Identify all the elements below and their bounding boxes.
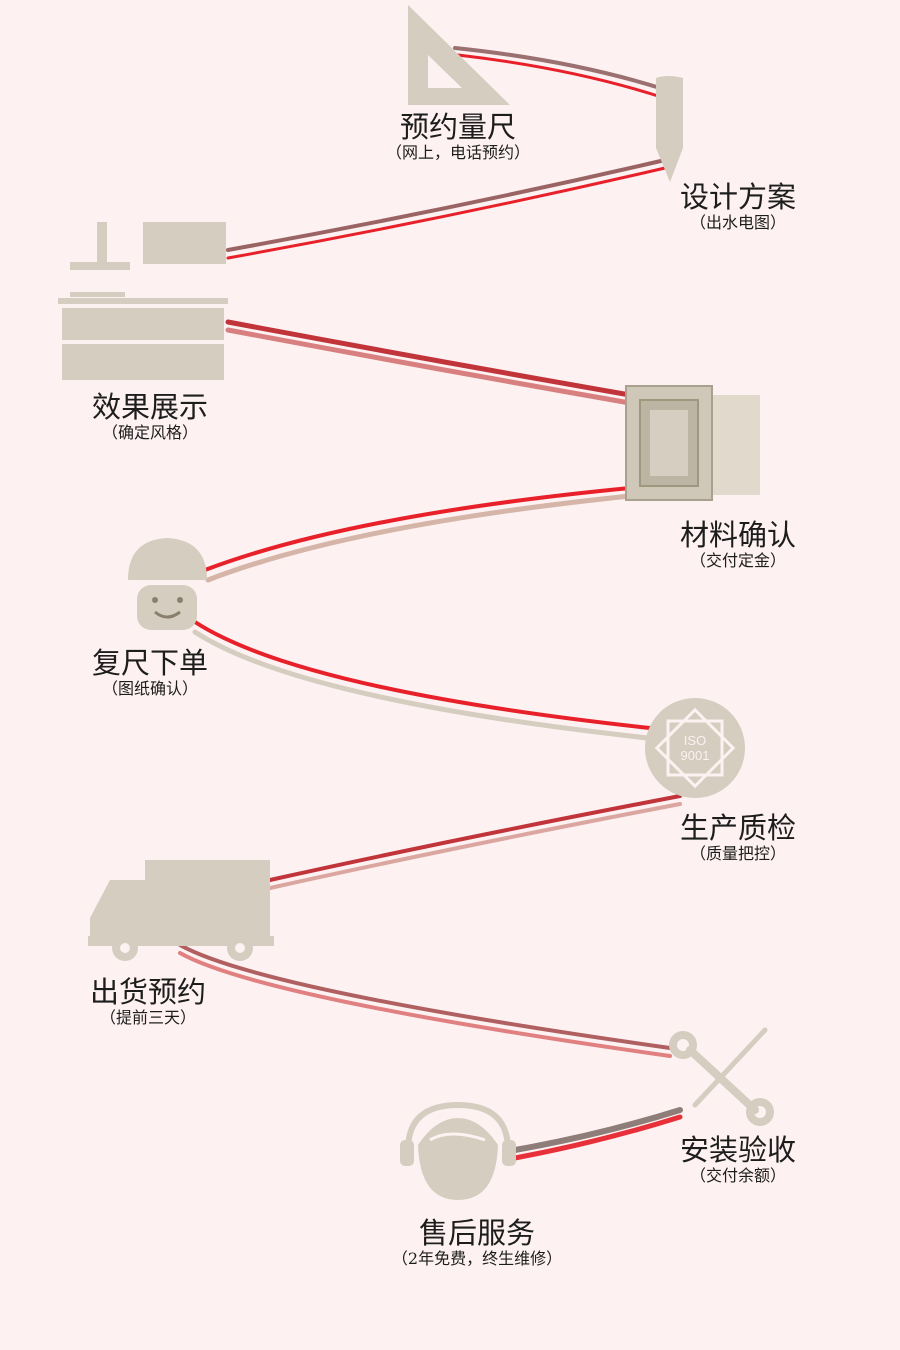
step-title: 出货预约 [89,975,207,1009]
step-subtitle: （出水电图） [689,213,787,232]
ribbon-5-6 [192,620,652,741]
step-order: 复尺下单（图纸确认） [92,647,208,699]
iso-badge-icon: ISO 9001 [645,698,745,798]
step-title: 生产质检 [679,811,797,845]
step-subtitle: （交付定金） [689,551,787,570]
ribbon-6-7 [268,794,682,890]
ribbons [178,46,683,1161]
step-after-sales: 售后服务（2年免费，终生维修） [392,1217,562,1269]
step-production: 生产质检（质量把控） [680,812,796,864]
step-material: 材料确认（交付定金） [680,519,796,571]
step-subtitle: （质量把控） [689,844,787,863]
iso-badge-text-1: ISO [684,733,706,748]
ribbon-7-8 [178,943,672,1058]
step-install: 安装验收（交付余额） [680,1134,796,1186]
step-title: 复尺下单 [91,646,209,680]
ribbon-4-5 [203,486,633,583]
step-render: 效果展示（确定风格） [92,391,208,443]
worker-helmet-icon [128,538,207,630]
tools-icon [669,1027,774,1126]
step-title: 预约量尺 [399,110,517,144]
headset-icon [400,1101,516,1200]
step-subtitle: （2年免费，终生维修） [391,1249,563,1268]
ribbon-2-3 [226,158,667,260]
set-square-icon [408,5,510,105]
step-title: 售后服务 [418,1216,535,1250]
kitchen-icon [58,222,228,380]
step-title: 效果展示 [91,390,209,424]
step-measure: 预约量尺（网上，电话预约） [386,111,530,163]
step-title: 设计方案 [679,180,797,214]
ribbon-8-9 [512,1107,683,1161]
step-subtitle: （提前三天） [99,1008,197,1027]
step-title: 安装验收 [679,1133,797,1167]
truck-icon [88,860,274,961]
step-shipping: 出货预约（提前三天） [90,976,206,1028]
pencil-icon [656,76,683,182]
step-subtitle: （网上，电话预约） [385,143,531,162]
step-subtitle: （确定风格） [101,423,199,442]
ribbon-3-4 [225,319,633,406]
step-subtitle: （交付余额） [689,1166,787,1185]
step-subtitle: （图纸确认） [101,679,199,698]
iso-badge-text-2: 9001 [681,748,710,763]
step-title: 材料确认 [679,518,797,552]
cabinet-door-icon [625,385,760,501]
ribbon-1-2 [453,46,662,98]
step-design: 设计方案（出水电图） [680,181,796,233]
